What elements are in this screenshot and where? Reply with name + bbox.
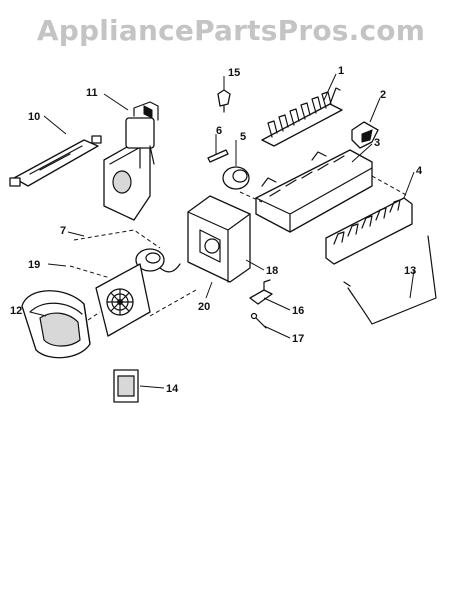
callout-11: 11 — [86, 87, 98, 99]
callout-2: 2 — [380, 89, 386, 101]
part-19-motor — [135, 248, 181, 273]
callout-18: 18 — [266, 265, 278, 277]
callout-labels: 1 2 3 4 5 6 7 10 11 12 13 14 15 16 17 18… — [10, 65, 423, 395]
part-3-mold-tray — [255, 149, 373, 233]
part-13-bail-arm — [343, 235, 437, 325]
callout-3: 3 — [374, 137, 380, 149]
callout-14: 14 — [166, 383, 179, 395]
callout-15: 15 — [228, 67, 240, 79]
part-17-screw — [250, 312, 267, 329]
part-11-water-valve — [103, 101, 159, 221]
callout-17: 17 — [292, 333, 304, 345]
part-5-thermostat — [222, 166, 250, 190]
callout-16: 16 — [292, 305, 304, 317]
part-12-cover — [21, 290, 91, 359]
callout-12: 12 — [10, 305, 22, 317]
callout-7: 7 — [60, 225, 66, 237]
watermark-text: AppliancePartsPros.com — [36, 14, 426, 47]
part-14-label — [113, 369, 139, 403]
leader-lines — [29, 73, 415, 389]
callout-10: 10 — [28, 111, 40, 123]
callout-5: 5 — [240, 131, 246, 143]
part-1-ejector-blade — [261, 87, 343, 147]
part-18-housing — [187, 195, 251, 283]
part-4-stripper — [325, 197, 413, 265]
callout-4: 4 — [416, 165, 423, 177]
part-16-bracket — [249, 279, 273, 305]
part-20-gear-plate — [95, 263, 151, 337]
part-15-screw — [217, 89, 231, 113]
callout-20: 20 — [198, 301, 210, 313]
alignment-lines — [69, 175, 409, 321]
callout-19: 19 — [28, 259, 40, 271]
callout-6: 6 — [216, 125, 222, 137]
part-2-bracket — [351, 121, 379, 149]
part-10-wire-harness — [9, 135, 102, 187]
part-6-switch-arm — [207, 149, 229, 163]
callout-1: 1 — [338, 65, 344, 77]
callout-13: 13 — [404, 265, 416, 277]
